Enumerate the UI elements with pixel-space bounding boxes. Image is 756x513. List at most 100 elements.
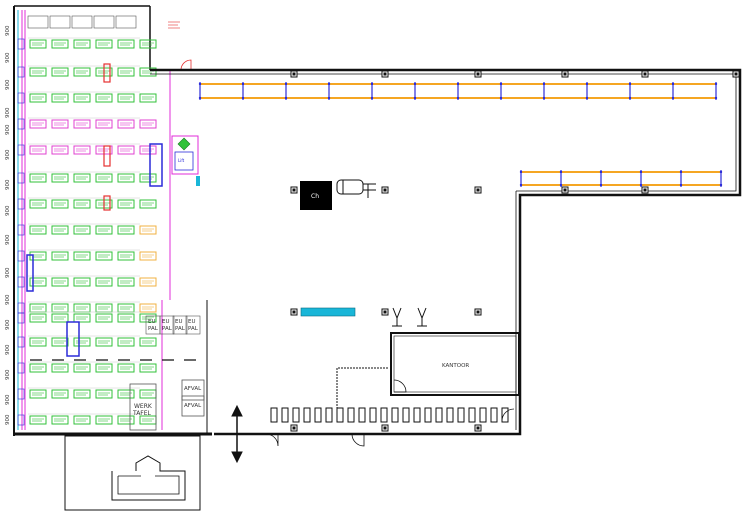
rack-row [17, 275, 157, 288]
structural-columns [290, 70, 740, 432]
rack-row [17, 361, 157, 374]
pallet-slot [73, 93, 91, 103]
pallet-slot [51, 119, 69, 129]
locker [435, 407, 443, 423]
pallet-slot [95, 389, 113, 399]
pallet-slot [117, 415, 135, 425]
pallet-slot [117, 173, 135, 183]
long-rack-mid [519, 170, 723, 187]
pallet-slot [117, 303, 135, 313]
pallet-slot [51, 39, 69, 49]
pallet-slot [73, 225, 91, 235]
pallet-slot [117, 389, 135, 399]
aisle-dim-label: 900 [5, 319, 11, 330]
aisle-dim-label: 900 [5, 205, 11, 216]
pallet-slot [73, 415, 91, 425]
pallet-slot [139, 93, 157, 103]
rack-upright-block [26, 254, 34, 292]
pallet-slot [29, 145, 47, 155]
pallet-slot [29, 39, 47, 49]
pallet-slot [29, 277, 47, 287]
pallet-slot [139, 145, 157, 155]
pallet-slot [51, 199, 69, 209]
pallet-slot [95, 337, 113, 347]
locker [281, 407, 289, 423]
eu-pallet-label: EU [162, 319, 170, 325]
locker [325, 407, 333, 423]
eu-pallet-label: PAL [162, 326, 173, 332]
locker [336, 407, 344, 423]
rack-row [17, 335, 157, 348]
eu-pallets: EU PAL EU PAL EU PAL EU PAL [145, 315, 201, 335]
pallet-slot [139, 173, 157, 183]
rack-row [17, 387, 157, 400]
locker [270, 407, 278, 423]
pallet-slot [29, 93, 47, 103]
eu-pallet-label: PAL [148, 326, 159, 332]
rack-upright-block [66, 321, 80, 357]
pallet-slot [139, 313, 157, 323]
pallet-slot [139, 337, 157, 347]
pallet-trucks [392, 307, 427, 327]
rack-row [17, 143, 157, 156]
cyan-bar [300, 307, 356, 317]
pallet-slot [95, 303, 113, 313]
pallet-rack-rows [17, 37, 163, 426]
main-building-walls [150, 68, 742, 436]
pallet-slot [51, 363, 69, 373]
eu-pallet-label: EU [148, 319, 156, 325]
pallet-slot [139, 199, 157, 209]
waste-label-2: AFVAL [184, 403, 202, 409]
pallet-slot [73, 337, 91, 347]
pallet-slot [51, 389, 69, 399]
pallet-slot [139, 119, 157, 129]
pallet-slot [117, 67, 135, 77]
entrance-arrow-icon [231, 404, 243, 464]
rack-upright-block [149, 143, 163, 187]
charger-label: Ch [311, 193, 319, 200]
locker [314, 407, 322, 423]
pallet-slot [117, 119, 135, 129]
aisle-dim-label: 900 [5, 344, 11, 355]
door-swing-top [180, 59, 192, 71]
aisle-dim-label: 900 [5, 234, 11, 245]
cyan-marker [196, 176, 200, 186]
aisle-dim-label: 900 [5, 414, 11, 425]
aisle-dim-label: 900 [5, 52, 11, 63]
pallet-slot [73, 145, 91, 155]
locker [446, 407, 454, 423]
supply-pipes [21, 10, 200, 430]
pallet-slot [117, 313, 135, 323]
pallet-slot [73, 277, 91, 287]
aisle-dim-label: 900 [5, 179, 11, 190]
pallet-slot [51, 173, 69, 183]
eu-pallet-label: EU [175, 319, 183, 325]
pallet-slot [95, 415, 113, 425]
aisle-dim-label: 900 [5, 267, 11, 278]
pallet-slot [95, 225, 113, 235]
pallet-slot [51, 225, 69, 235]
workbench-label-2: TAFEL [132, 410, 152, 417]
rack-row [17, 117, 157, 130]
pallet-slot [51, 93, 69, 103]
pallet-slot [51, 67, 69, 77]
pallet-slot [117, 145, 135, 155]
pallet-slot [95, 313, 113, 323]
pallet-slot [139, 251, 157, 261]
eu-pallet-label: PAL [188, 326, 199, 332]
rack-row [17, 65, 157, 78]
locker [479, 407, 487, 423]
aisle-dim-label: 900 [5, 25, 11, 36]
pallet-slot [73, 119, 91, 129]
pallet-slot [73, 173, 91, 183]
rack-row [17, 171, 157, 184]
aisle-dim-label: 900 [5, 107, 11, 118]
rack-row [17, 223, 157, 236]
workbench-label-1: WERK [134, 403, 153, 410]
storage-hall-walls [13, 5, 212, 436]
locker-row [270, 407, 509, 423]
locker [358, 407, 366, 423]
rack-row [17, 91, 157, 104]
pallet-slot [117, 93, 135, 103]
